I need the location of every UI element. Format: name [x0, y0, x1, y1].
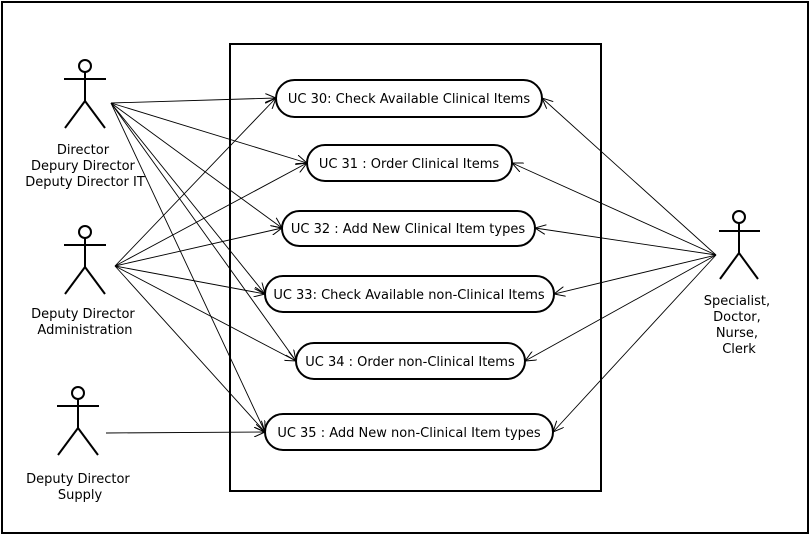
use-case-label: UC 34 : Order non-Clinical Items	[305, 355, 515, 370]
actor-label-line: Nurse,	[716, 326, 758, 341]
use-case-uc35: UC 35 : Add New non-Clinical Item types	[264, 413, 554, 451]
actor-label: Deputy Director Supply	[26, 472, 134, 503]
use-case-label: UC 30: Check Available Clinical Items	[288, 92, 530, 107]
actor-label-line: Director	[57, 143, 110, 158]
use-case-uc34: UC 34 : Order non-Clinical Items	[295, 342, 526, 380]
association-arrow-director-uc34	[110, 102, 296, 361]
association-arrow-admin-uc35	[114, 265, 265, 432]
association-arrow-director-uc32	[110, 102, 282, 228]
actor-label: Deputy Director Administration	[31, 307, 139, 338]
association-arrow-admin-uc34	[114, 265, 296, 361]
associations	[105, 98, 717, 433]
actor-supply: Deputy Director Supply	[26, 386, 134, 503]
actor-label-line: Deputy Director	[26, 472, 130, 487]
association-arrow-director-uc33	[110, 102, 265, 294]
actor-label-line: Clerk	[722, 342, 756, 357]
use-case-uc33: UC 33: Check Available non-Clinical Item…	[264, 275, 555, 313]
association-arrow-director-uc30	[110, 98, 276, 104]
use-case-label: UC 35 : Add New non-Clinical Item types	[277, 426, 541, 441]
actor-director: Director Depury Director Deputy Director…	[25, 59, 145, 190]
association-arrow-staff-uc33	[554, 254, 717, 294]
actor-label-line: Supply	[58, 488, 103, 503]
association-arrow-staff-uc31	[512, 163, 717, 256]
actor-administration: Deputy Director Administration	[31, 225, 139, 338]
system-boundary	[229, 43, 602, 492]
use-case-label: UC 32 : Add New Clinical Item types	[291, 222, 525, 237]
association-arrow-admin-uc32	[114, 228, 282, 267]
actor-label-line: Depury Director	[31, 159, 136, 174]
association-arrow-admin-uc30	[114, 98, 276, 267]
association-arrow-director-uc31	[110, 102, 307, 163]
association-arrow-admin-uc33	[114, 265, 265, 294]
association-arrow-admin-uc31	[114, 163, 307, 267]
use-case-uc31: UC 31 : Order Clinical Items	[306, 144, 513, 182]
association-arrow-director-uc35	[110, 102, 265, 432]
association-arrow-staff-uc34	[525, 254, 717, 361]
actor-label-line: Administration	[37, 323, 132, 338]
association-arrow-supply-uc35	[105, 432, 265, 433]
use-case-uc30: UC 30: Check Available Clinical Items	[275, 79, 543, 118]
actor-label-line: Deputy Director IT	[25, 175, 145, 190]
stick-figure-icon	[64, 59, 106, 129]
actor-label-line: Specialist,	[704, 294, 770, 309]
actor-label: Specialist, Doctor, Nurse, Clerk	[704, 294, 775, 357]
stick-figure-icon	[57, 386, 99, 456]
actor-label: Director Depury Director Deputy Director…	[25, 143, 145, 190]
use-case-label: UC 31 : Order Clinical Items	[319, 157, 500, 172]
stick-figure-icon	[64, 225, 106, 295]
actor-label-line: Deputy Director	[31, 307, 135, 322]
actor-clinical-staff: Specialist, Doctor, Nurse, Clerk	[704, 210, 775, 357]
association-arrow-staff-uc32	[535, 228, 717, 256]
stick-figure-icon	[719, 210, 760, 280]
use-case-uc32: UC 32 : Add New Clinical Item types	[281, 210, 536, 247]
association-arrow-staff-uc35	[553, 254, 717, 432]
association-arrow-staff-uc30	[542, 98, 717, 256]
use-case-label: UC 33: Check Available non-Clinical Item…	[273, 288, 545, 303]
actor-label-line: Doctor,	[713, 310, 761, 325]
